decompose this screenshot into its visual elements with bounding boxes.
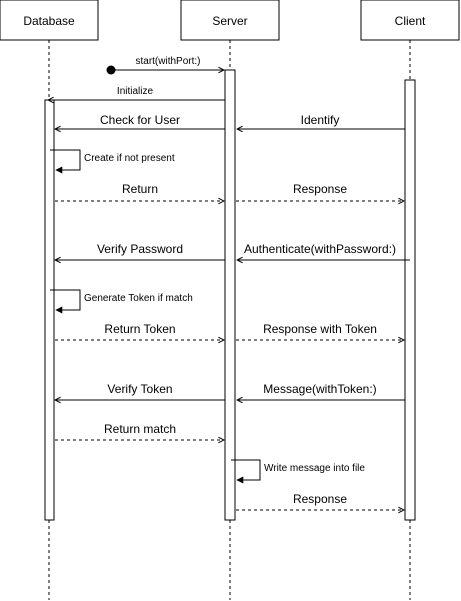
message-check-user-label: Check for User [100, 113, 180, 127]
activation-server [224, 69, 236, 521]
participant-client: Client [360, 0, 460, 41]
participant-database-label: Database [23, 14, 75, 28]
message-return-token-label: Return Token [104, 322, 175, 336]
participant-client-label: Client [395, 14, 426, 28]
message-response-token-label: Response with Token [263, 322, 377, 336]
message-verify-token-label: Verify Token [107, 382, 172, 396]
message-authenticate: Authenticate(withPassword:) [237, 242, 410, 260]
message-return-match-label: Return match [104, 422, 176, 436]
participant-server: Server [180, 0, 280, 41]
message-verify-password: Verify Password [55, 242, 225, 260]
activation-database [44, 99, 55, 521]
participant-server-label: Server [212, 14, 247, 28]
message-identify-label: Identify [301, 113, 340, 127]
message-message: Message(withToken:) [237, 382, 405, 400]
message-response-2-label: Response [293, 492, 347, 506]
message-return-token: Return Token [55, 322, 224, 340]
message-response-1: Response [236, 182, 404, 201]
activation-client [404, 79, 416, 521]
message-initialize: Initialize [48, 86, 225, 100]
message-create-label: Create if not present [84, 153, 175, 164]
message-initialize-label: Initialize [117, 86, 154, 97]
message-response-2: Response [236, 492, 404, 510]
message-identify: Identify [237, 113, 405, 129]
participant-database: Database [0, 0, 99, 41]
message-check-user: Check for User [55, 113, 225, 129]
message-create-if-not-present: Create if not present [50, 149, 175, 174]
message-generate-token-label: Generate Token if match [84, 293, 193, 304]
message-write-message: Write message into file [231, 459, 365, 484]
message-write-message-label: Write message into file [264, 463, 365, 474]
message-response-1-label: Response [293, 182, 347, 196]
message-authenticate-label: Authenticate(withPassword:) [244, 242, 396, 256]
message-start: start(withPort:) [106, 56, 225, 75]
message-verify-token: Verify Token [55, 382, 225, 400]
message-response-token: Response with Token [236, 322, 404, 340]
message-return-1: Return [55, 182, 224, 201]
message-generate-token: Generate Token if match [50, 289, 193, 314]
message-verify-password-label: Verify Password [97, 242, 183, 256]
message-return-1-label: Return [122, 182, 158, 196]
message-return-match: Return match [55, 422, 224, 440]
message-start-label: start(withPort:) [135, 56, 200, 67]
message-message-label: Message(withToken:) [263, 382, 376, 396]
